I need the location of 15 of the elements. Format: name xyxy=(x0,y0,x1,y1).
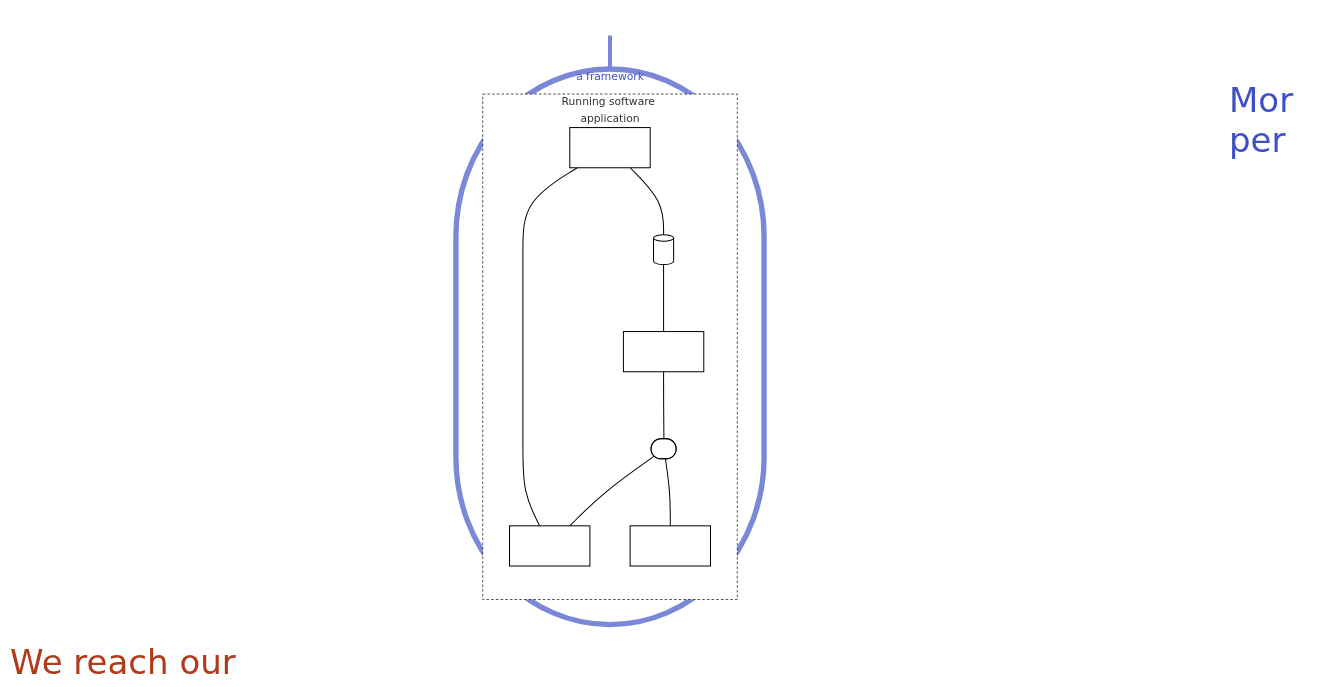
note-text: Mor per xyxy=(1229,80,1295,160)
node-cylinder xyxy=(653,234,675,266)
connector xyxy=(522,167,578,527)
connector xyxy=(569,455,655,527)
cluster: Running software application xyxy=(482,93,738,600)
node-box xyxy=(569,127,651,169)
node-box xyxy=(622,331,705,373)
connector xyxy=(629,167,665,236)
connector xyxy=(663,264,665,333)
connector xyxy=(664,458,671,527)
connector xyxy=(663,371,665,440)
node-box xyxy=(509,525,591,567)
note-text: We reach our xyxy=(10,642,236,682)
node-box xyxy=(629,525,711,567)
connector xyxy=(608,35,612,69)
